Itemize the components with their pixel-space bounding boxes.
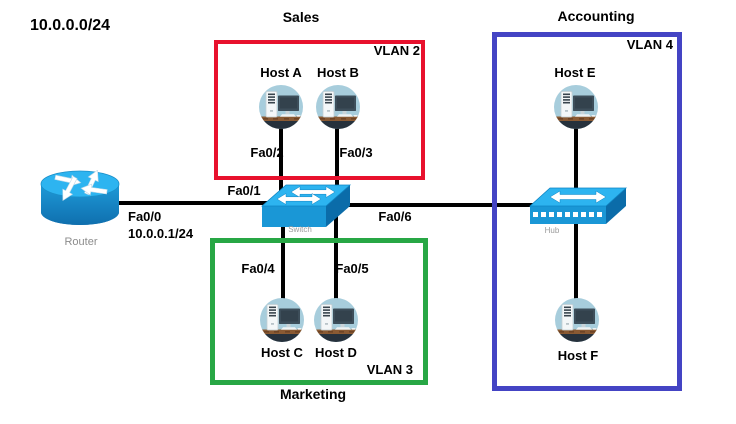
host-e-icon: [554, 85, 598, 131]
host-d-label: Host D: [315, 345, 357, 360]
host-f-icon: [555, 298, 599, 344]
host-c-icon: [260, 298, 304, 344]
accounting-vlan-box: [492, 32, 682, 391]
switch-label: Switch: [288, 225, 312, 234]
router-label: Router: [64, 236, 98, 248]
host-d-icon: [314, 298, 358, 344]
port-fa0-5-label: Fa0/5: [335, 261, 369, 276]
router-ip-label: 10.0.0.1/24: [128, 226, 194, 241]
subnet-label: 10.0.0.0/24: [30, 17, 111, 34]
hub-icon: [528, 187, 628, 224]
host-b-icon: [316, 85, 360, 131]
marketing-vlan-box: [210, 238, 428, 385]
marketing-title: Marketing: [279, 386, 347, 402]
switch-icon: [260, 184, 352, 227]
host-e-label: Host E: [554, 65, 596, 80]
port-fa0-3-label: Fa0/3: [339, 145, 373, 160]
sales-vlan-box: [214, 40, 425, 180]
router-icon: [40, 170, 120, 225]
vlan4-label: VLAN 4: [626, 37, 673, 52]
port-fa0-2-label: Fa0/2: [250, 145, 284, 160]
hub-label: Hub: [544, 226, 560, 235]
host-f-label: Host F: [557, 348, 599, 363]
host-a-label: Host A: [260, 65, 302, 80]
port-fa0-4-label: Fa0/4: [241, 261, 275, 276]
port-fa0-6-label: Fa0/6: [378, 209, 412, 224]
host-b-label: Host B: [317, 65, 359, 80]
port-fa0-0-label: Fa0/0: [128, 209, 162, 224]
vlan2-label: VLAN 2: [373, 43, 420, 58]
host-a-icon: [259, 85, 303, 131]
sales-title: Sales: [282, 9, 320, 25]
host-c-label: Host C: [261, 345, 303, 360]
port-fa0-1-label: Fa0/1: [227, 183, 261, 198]
vlan3-label: VLAN 3: [366, 362, 413, 377]
accounting-title: Accounting: [557, 8, 635, 24]
